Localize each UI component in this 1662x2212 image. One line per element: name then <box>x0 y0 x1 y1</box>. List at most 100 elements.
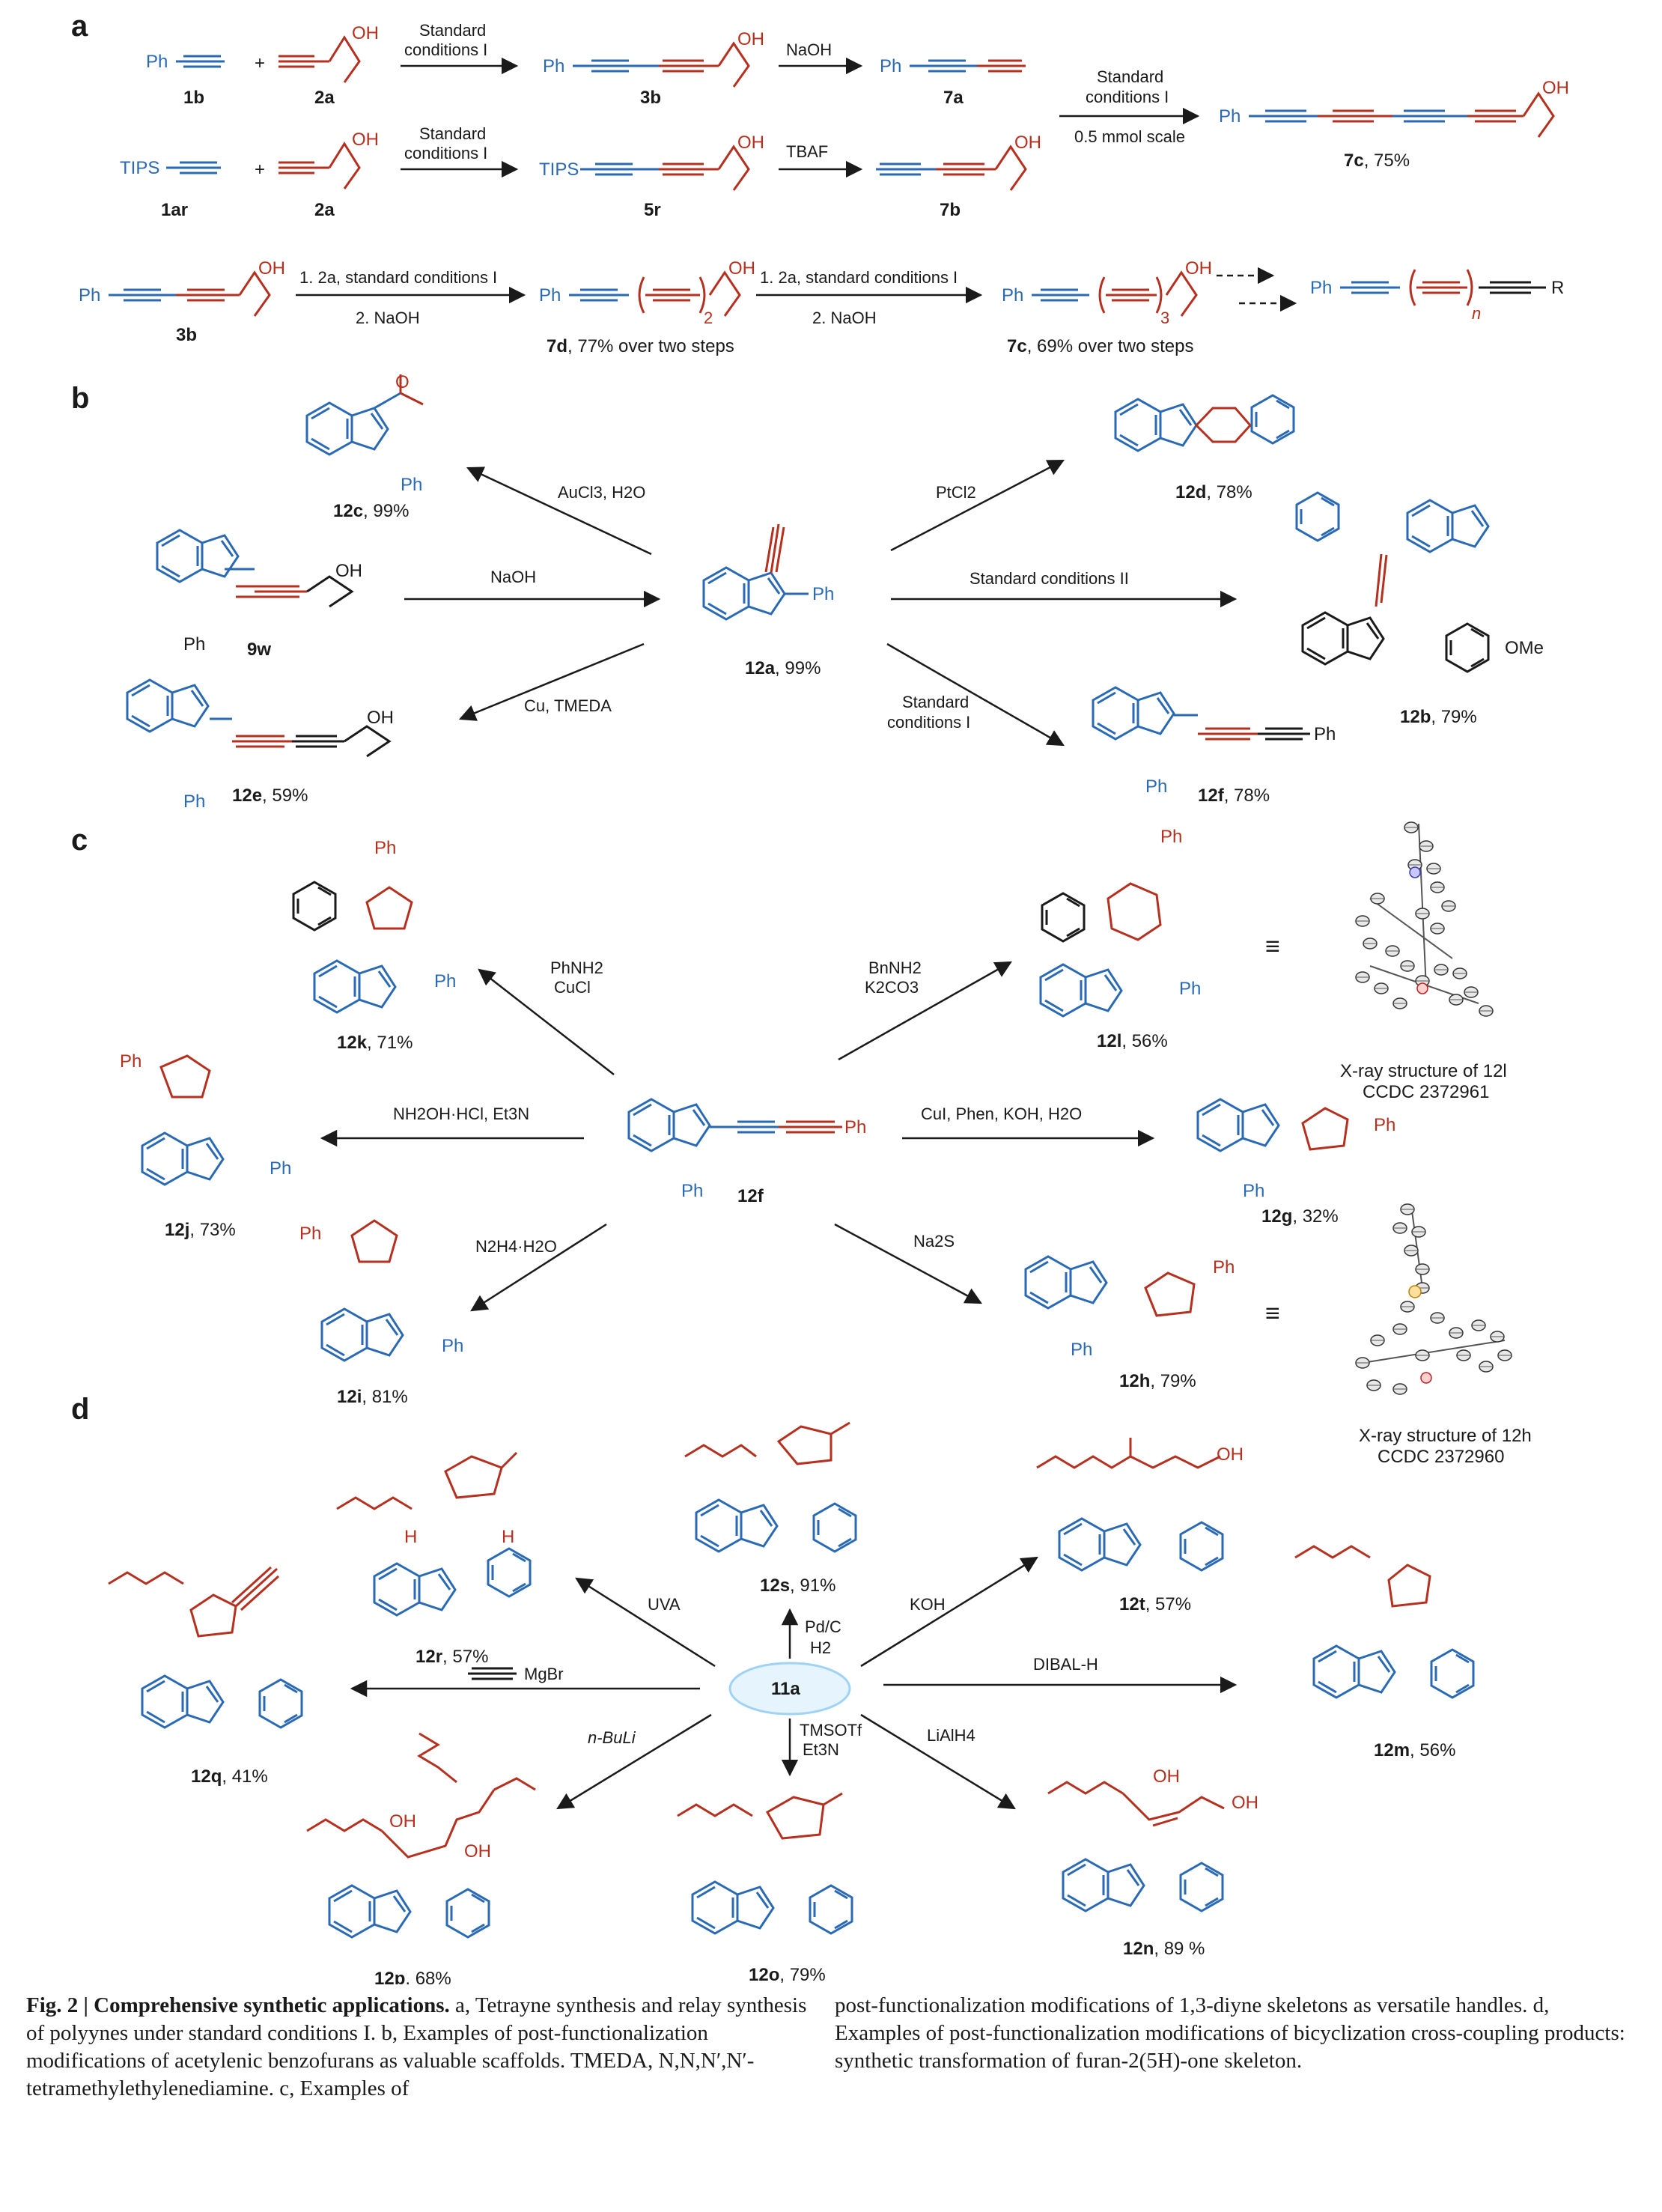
reagent-koh: KOH <box>910 1595 946 1614</box>
figure-caption-left: Fig. 2 | Comprehensive synthetic applica… <box>26 1992 809 2103</box>
reagent-nh2oh: NH2OH·HCl, Et3N <box>393 1105 529 1123</box>
compound-label-12n: 12n, 89 % <box>1123 1939 1205 1959</box>
compound-label-12p: 12p, 68% <box>374 1969 451 1984</box>
7d-oh-label: OH <box>728 258 755 279</box>
panel-d: 11a H H 12r, 57% UVA 12s, 91% Pd/C H2 OH… <box>108 1421 1475 1984</box>
reagent-k2co3: K2CO3 <box>865 978 919 997</box>
reagent-aucl3: AuCl3, H2O <box>558 483 645 502</box>
12t-oh: OH <box>1217 1444 1244 1465</box>
12h-ph2: Ph <box>1071 1340 1092 1360</box>
reagent-dibal: DIBAL-H <box>1033 1655 1098 1674</box>
reagent-bnnh2: BnNH2 <box>868 958 922 977</box>
12r-h1: H <box>404 1527 417 1547</box>
panel-b: Ph 12a, 99% OH Ph 9w NaOH O Ph 12c, 99% … <box>126 372 1544 812</box>
relay-step1-line2: 2. NaOH <box>356 309 420 327</box>
xray-12h-line1: X-ray structure of 12h <box>1359 1426 1532 1446</box>
compound-label-12d: 12d, 78% <box>1175 482 1252 502</box>
final-ph: Ph <box>1310 278 1332 298</box>
compound-label-1ar: 1ar <box>161 200 188 220</box>
9w-oh: OH <box>335 561 362 581</box>
relay-start-ph: Ph <box>79 285 100 306</box>
caption-part2: post-functionalization modifications of … <box>835 1993 1625 2073</box>
7c-relay-ph: Ph <box>1002 285 1023 306</box>
7c-oh-label: OH <box>1542 78 1569 98</box>
12g-ph: Ph <box>1374 1115 1395 1135</box>
equiv-sign-12h: ≡ <box>1265 1299 1280 1328</box>
reagent-cu-tmeda: Cu, TMEDA <box>524 696 612 715</box>
reagent-cui: CuI, Phen, KOH, H2O <box>921 1105 1082 1123</box>
panel-label-b: b <box>71 382 89 415</box>
relay-step2-line1: 1. 2a, standard conditions I <box>760 268 958 287</box>
reagent-h2: H2 <box>810 1638 831 1657</box>
5r-oh-label: OH <box>737 133 764 153</box>
compound-label-2a-row2: 2a <box>314 200 335 220</box>
12k-ph2: Ph <box>434 971 456 991</box>
reagent-naoh-row1: NaOH <box>786 40 832 59</box>
12e-ph: Ph <box>183 791 205 812</box>
12l-ph2: Ph <box>1179 979 1201 999</box>
12f-b-ph2: Ph <box>1145 777 1167 797</box>
center-glow <box>728 1662 851 1716</box>
7c-relay-subscript: 3 <box>1160 309 1169 327</box>
12e-oh: OH <box>367 708 394 728</box>
compound-label-12f-b: 12f, 78% <box>1198 786 1270 806</box>
12b-ome: OMe <box>1505 638 1544 658</box>
3b-oh-label: OH <box>737 29 764 49</box>
xray-12l-line2: CCDC 2372961 <box>1363 1082 1489 1102</box>
compound-label-7c-relay: 7c, 69% over two steps <box>1007 336 1193 356</box>
12k-ph: Ph <box>374 838 396 858</box>
12c-o: O <box>395 372 410 392</box>
figure-caption-right: post-functionalization modifications of … <box>835 1992 1628 2075</box>
reagent-mgbr: MgBr <box>524 1665 564 1683</box>
compound-label-3b-relay: 3b <box>176 325 197 345</box>
compound-label-12i: 12i, 81% <box>337 1387 408 1407</box>
12j-ph2: Ph <box>270 1158 291 1179</box>
12g-ph2: Ph <box>1243 1181 1264 1201</box>
7b-oh-label: OH <box>1014 133 1041 153</box>
reagent-lialh4: LiAlH4 <box>927 1726 975 1745</box>
reagent-nbuli: n-BuLi <box>588 1728 636 1747</box>
7c-ph-label: Ph <box>1219 106 1241 127</box>
compound-label-12g: 12g, 32% <box>1261 1206 1339 1227</box>
12i-ph: Ph <box>299 1224 321 1244</box>
compound-label-2a: 2a <box>314 88 335 108</box>
compound-label-5r: 5r <box>644 200 661 220</box>
1b-ph-label: Ph <box>146 52 168 72</box>
compound-label-7d: 7d, 77% over two steps <box>547 336 734 356</box>
caption-title: Fig. 2 | Comprehensive synthetic applica… <box>26 1993 450 2017</box>
caption-part1: a, Tetrayne synthesis and relay synthesi… <box>26 1993 807 2100</box>
relay-step1-line1: 1. 2a, standard conditions I <box>299 268 497 287</box>
compound-label-12j: 12j, 73% <box>165 1220 236 1240</box>
reagent-n2h4: N2H4·H2O <box>475 1237 557 1256</box>
relay-start-oh: OH <box>258 258 285 279</box>
reagent-pdc: Pd/C <box>805 1617 841 1636</box>
compound-label-12t: 12t, 57% <box>1119 1594 1191 1614</box>
compound-label-12c: 12c, 99% <box>333 501 409 521</box>
12p-oh2: OH <box>464 1841 491 1862</box>
compound-label-3b: 3b <box>640 88 661 108</box>
reagent-ptcl2: PtCl2 <box>936 483 976 502</box>
compound-label-7c: 7c, 75% <box>1344 151 1410 171</box>
equiv-sign-12l: ≡ <box>1265 932 1280 961</box>
compound-label-12f-c: 12f <box>737 1186 764 1206</box>
2a-oh-label: OH <box>352 23 379 43</box>
compound-label-12o: 12o, 79% <box>749 1965 826 1984</box>
7d-ph-label: Ph <box>539 285 561 306</box>
1ar-tips-label: TIPS <box>120 158 159 178</box>
12f-c-ph: Ph <box>844 1117 866 1137</box>
compound-label-7a: 7a <box>943 88 964 108</box>
plus-sign: + <box>255 53 265 73</box>
7a-ph-label: Ph <box>880 56 901 76</box>
5r-tips-label: TIPS <box>539 159 579 180</box>
xray-structure-12l <box>1355 821 1494 1017</box>
panel-c: Ph Ph 12f Ph Ph 12k, 71% PhNH2 CuCl Ph P… <box>120 821 1532 1467</box>
12n-oh2: OH <box>1232 1793 1258 1813</box>
relay-step2-line2: 2. NaOH <box>812 309 877 327</box>
compound-label-12b: 12b, 79% <box>1400 707 1477 727</box>
2a-oh-label-row2: OH <box>352 130 379 150</box>
